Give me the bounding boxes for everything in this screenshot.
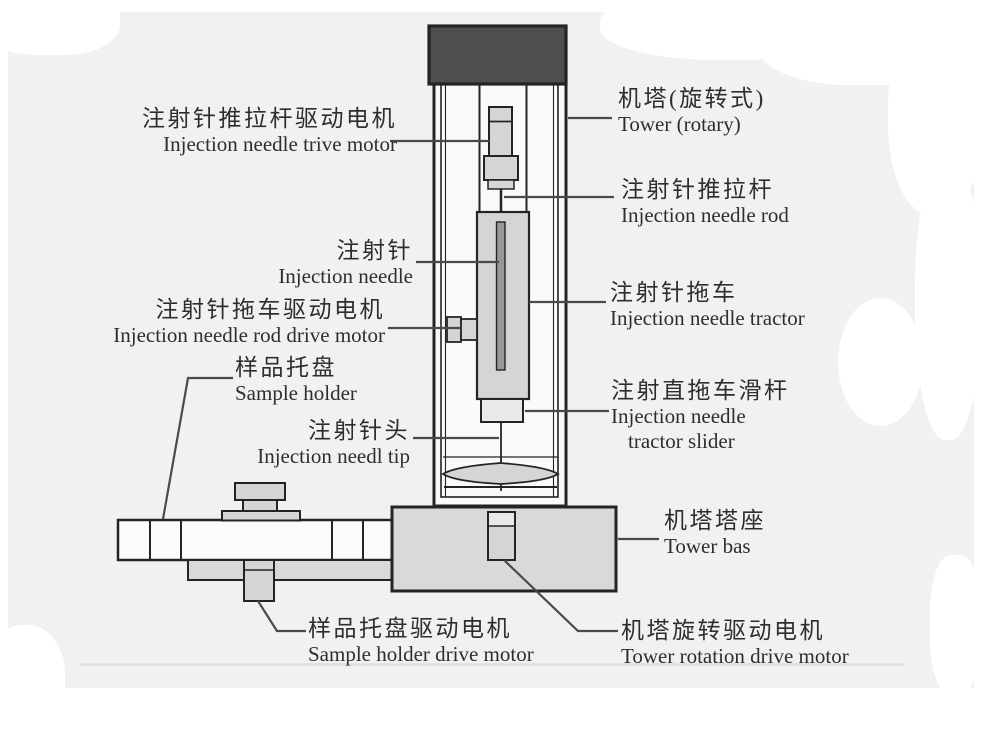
scan-artifact	[930, 555, 981, 695]
label-tractor-zh: 注射针拖车	[610, 280, 738, 305]
label-tractor: 注射针拖车 Injection needle tractor	[610, 279, 805, 331]
sample-stage-plate	[221, 510, 301, 522]
rod-drive-motor-outer	[446, 316, 462, 343]
rod-drive-motor-inner	[460, 318, 478, 341]
label-needle-rod: 注射针推拉杆 Injection needle rod	[621, 176, 789, 228]
label-tower-rotation-drive-motor: 机塔旋转驱动电机 Tower rotation drive motor	[621, 617, 849, 669]
label-needle-tip: 注射针头 Injection needl tip	[257, 417, 410, 469]
scan-artifact-line	[80, 663, 905, 666]
label-tower-zh: 机塔(旋转式)	[618, 86, 766, 111]
label-needle-rod-en: Injection needle rod	[621, 203, 789, 227]
tower-cap	[427, 24, 568, 86]
injection-needle	[495, 221, 506, 371]
scan-artifact	[0, 0, 8, 730]
label-sample-holder: 样品托盘 Sample holder	[235, 354, 357, 406]
label-tractor-en: Injection needle tractor	[610, 306, 805, 330]
rotation-drive-motor-lower	[489, 526, 514, 559]
scan-artifact	[838, 298, 923, 426]
needle-drive-motor-coupler	[487, 179, 515, 190]
label-needle-tip-zh: 注射针头	[308, 418, 410, 443]
label-sample-holder-drive-motor-zh: 样品托盘驱动电机	[308, 616, 512, 641]
label-rod-drive-motor: 注射针拖车驱动电机 Injection needle rod drive mot…	[113, 296, 385, 348]
label-tower-en: Tower (rotary)	[618, 112, 741, 136]
scan-artifact	[0, 625, 65, 730]
scan-artifact	[915, 160, 981, 440]
label-sample-holder-zh: 样品托盘	[235, 355, 337, 380]
label-tower-base-zh: 机塔塔座	[664, 508, 766, 533]
label-needle-drive-motor-zh: 注射针推拉杆驱动电机	[142, 106, 397, 131]
scan-artifact	[0, 688, 981, 730]
label-needle-rod-zh: 注射针推拉杆	[621, 177, 774, 202]
label-tower-base-en: Tower bas	[664, 534, 751, 558]
tractor-slider	[480, 398, 524, 423]
label-needle-drive-motor-en: Injection needle trive motor	[163, 132, 397, 156]
label-sample-holder-drive-motor: 样品托盘驱动电机 Sample holder drive motor	[308, 615, 534, 667]
sample-holder-arm	[116, 518, 394, 562]
needle-drive-motor-body	[488, 106, 513, 157]
label-tractor-slider-zh: 注射直拖车滑杆	[611, 378, 790, 403]
label-rod-drive-motor-zh: 注射针拖车驱动电机	[155, 297, 385, 322]
scan-artifact	[0, 0, 120, 55]
label-tower: 机塔(旋转式) Tower (rotary)	[618, 85, 766, 137]
label-tractor-slider: 注射直拖车滑杆 Injection needle tractor slider	[611, 377, 790, 454]
label-tower-rotation-drive-motor-en: Tower rotation drive motor	[621, 644, 849, 668]
sample-holder-drive-motor	[243, 559, 275, 602]
label-tractor-slider-en1: Injection needle	[611, 404, 746, 428]
label-needle-drive-motor: 注射针推拉杆驱动电机 Injection needle trive motor	[142, 105, 397, 157]
sample-holder-rail	[187, 559, 393, 581]
label-sample-holder-drive-motor-en: Sample holder drive motor	[308, 642, 534, 666]
label-tractor-slider-en2: tractor slider	[628, 429, 735, 453]
label-needle-en: Injection needle	[278, 264, 413, 288]
sample-stage-cap	[234, 482, 286, 501]
label-tower-base: 机塔塔座 Tower bas	[664, 507, 766, 559]
label-needle-zh: 注射针	[336, 238, 413, 263]
leader-sample-holder-drive-motor	[257, 600, 306, 633]
lens	[441, 462, 560, 485]
leader-tower-rotation-drive-motor	[503, 559, 618, 633]
label-rod-drive-motor-en: Injection needle rod drive motor	[113, 323, 385, 347]
leader-sample-holder	[161, 376, 233, 520]
label-needle: 注射针 Injection needle	[278, 237, 413, 289]
label-sample-holder-en: Sample holder	[235, 381, 357, 405]
needle-drive-motor-flange	[483, 155, 519, 181]
label-tower-rotation-drive-motor-zh: 机塔旋转驱动电机	[621, 618, 825, 643]
label-needle-tip-en: Injection needl tip	[257, 444, 410, 468]
